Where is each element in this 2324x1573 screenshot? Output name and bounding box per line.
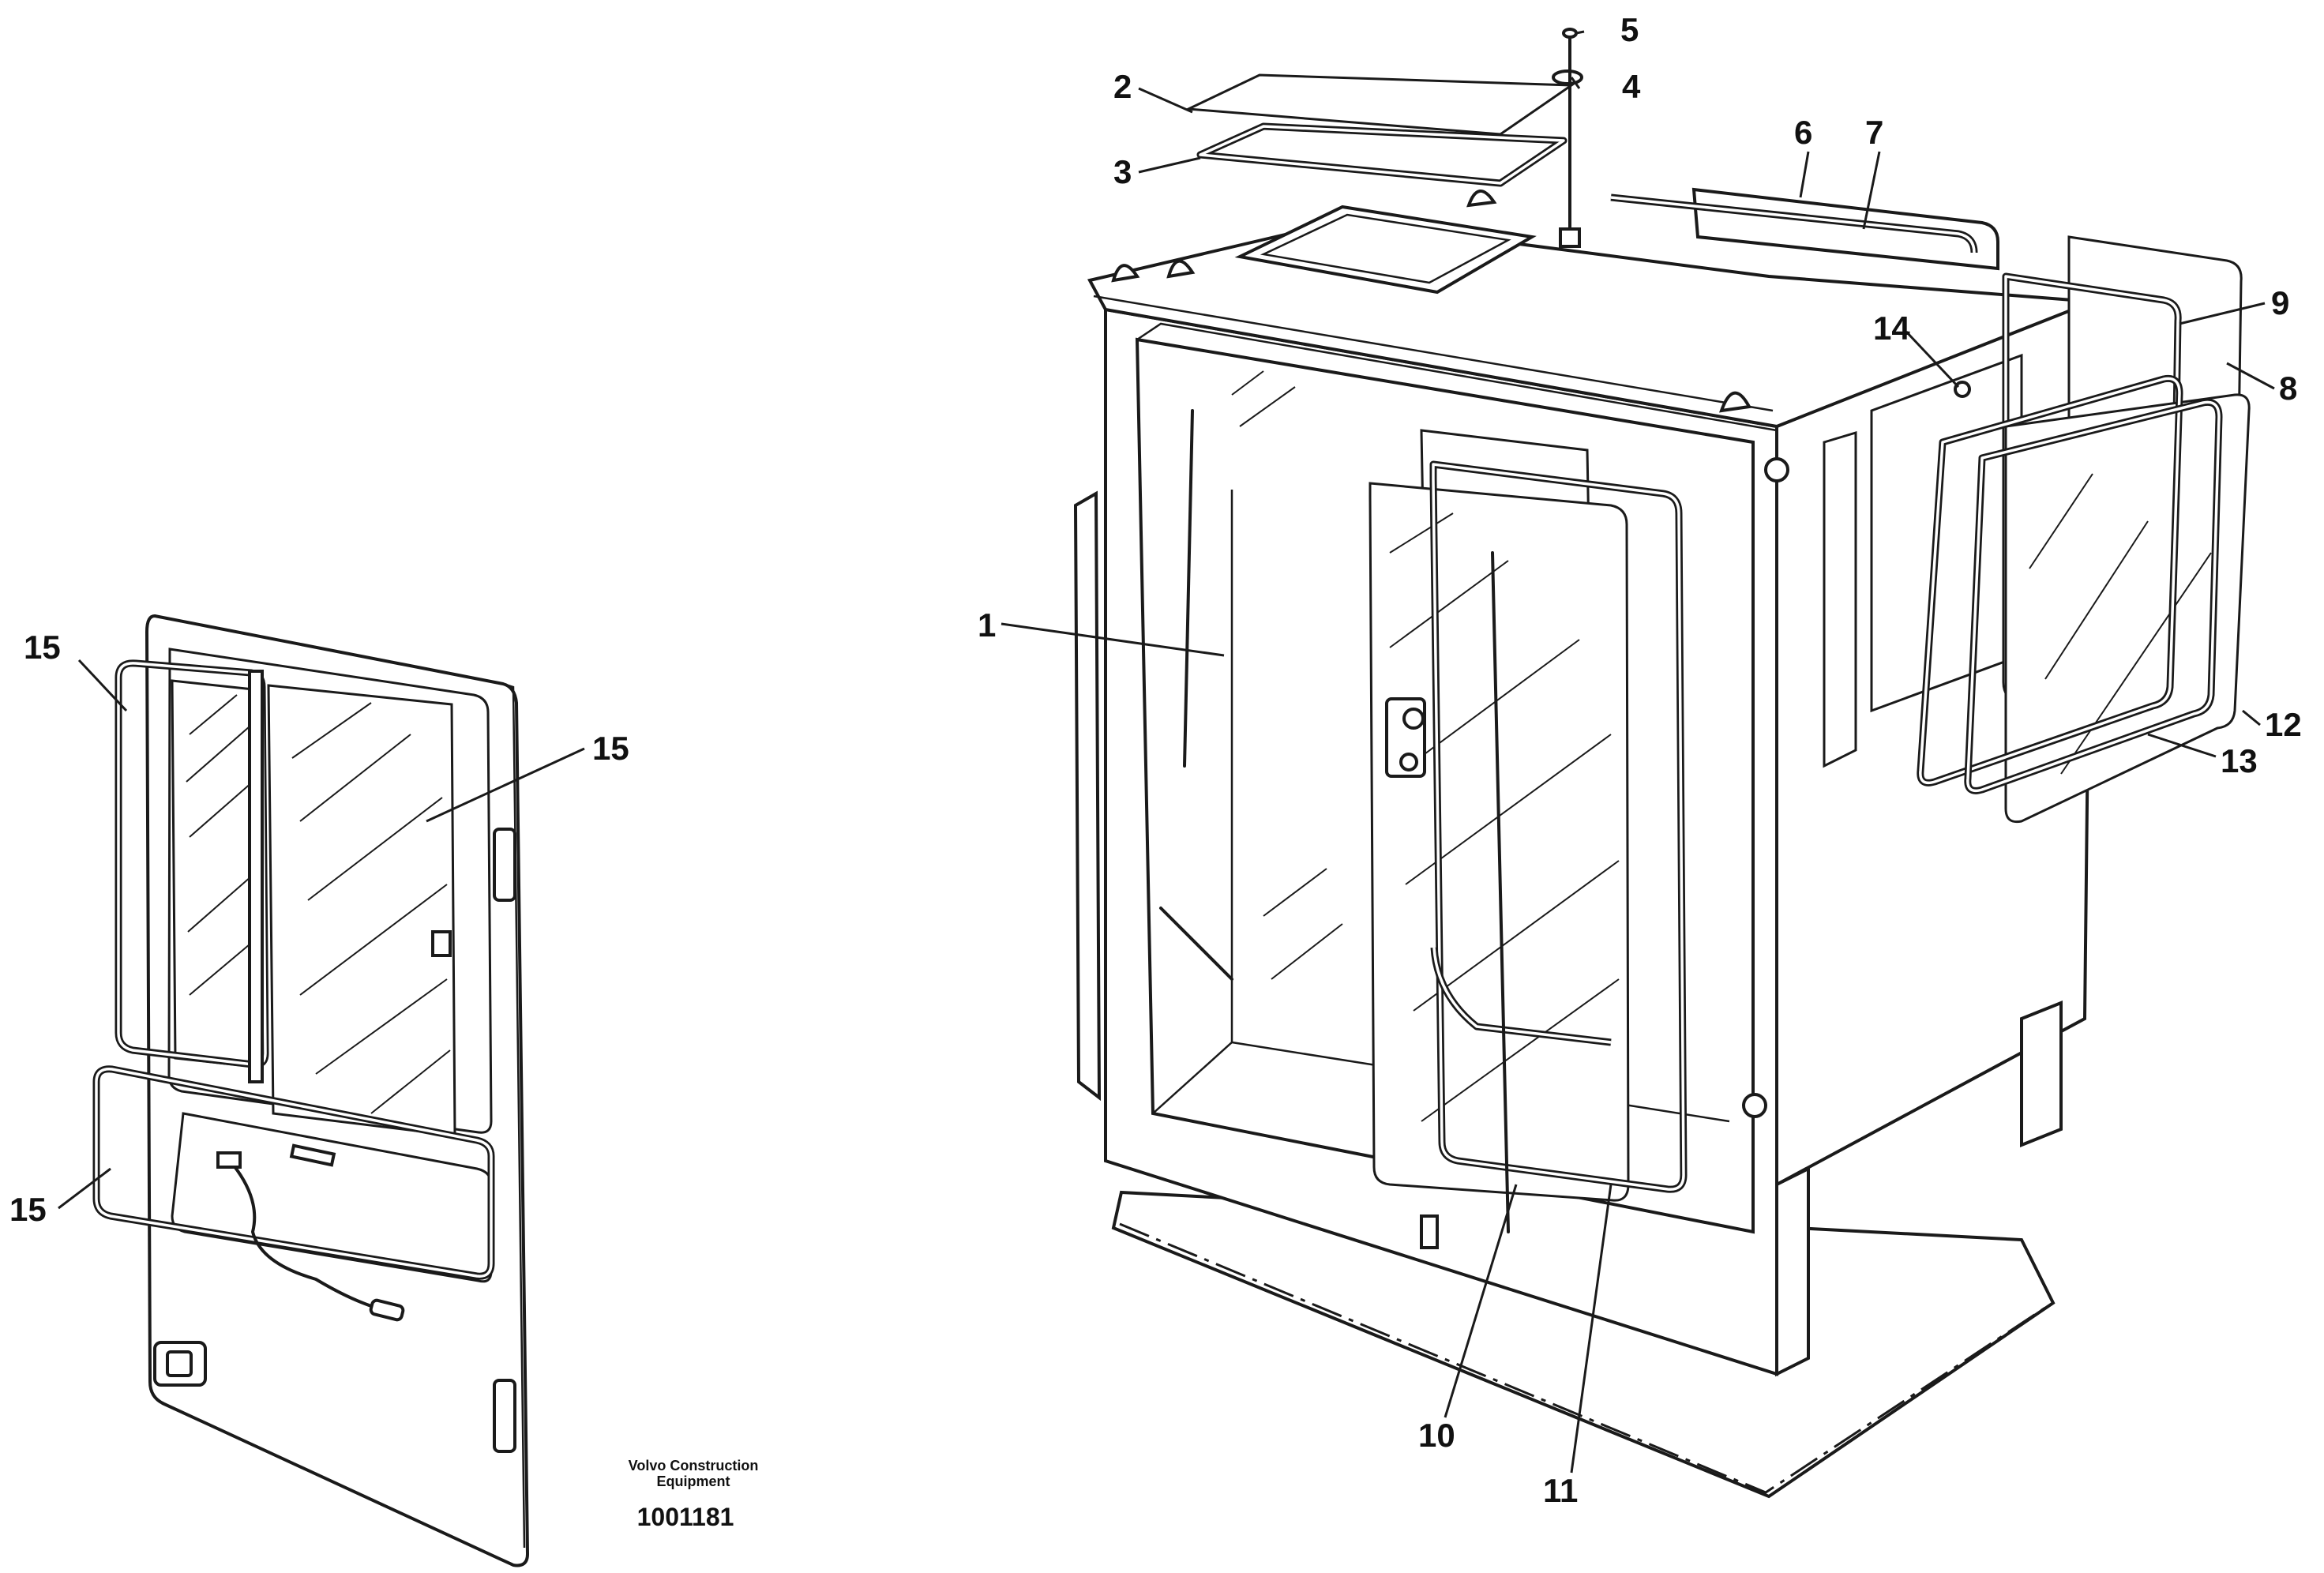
- callout-4: 4: [1622, 68, 1641, 105]
- callout-1: 1: [978, 606, 996, 644]
- drawing-caption: Volvo Construction Equipment 1001181: [629, 1458, 759, 1531]
- callout-15-lower-left: 15: [9, 1191, 47, 1228]
- leader-lines: [58, 30, 2275, 1474]
- callout-15-upper-left: 15: [24, 629, 61, 666]
- door-assembly: [92, 614, 530, 1567]
- callout-2: 2: [1113, 68, 1132, 105]
- callout-5: 5: [1620, 11, 1639, 48]
- callout-9: 9: [2271, 284, 2289, 321]
- cab-assembly: [1073, 28, 2251, 1499]
- callout-13: 13: [2221, 742, 2258, 779]
- callout-12: 12: [2265, 706, 2302, 743]
- callout-14: 14: [1873, 310, 1910, 347]
- callout-15-right: 15: [592, 730, 629, 767]
- callout-6: 6: [1794, 114, 1812, 151]
- caption-company-line2: Equipment: [657, 1474, 730, 1489]
- drawing-number: 1001181: [637, 1503, 734, 1531]
- callout-8: 8: [2279, 370, 2297, 407]
- caption-company-line1: Volvo Construction: [629, 1458, 759, 1474]
- callout-3: 3: [1113, 153, 1132, 190]
- callout-7: 7: [1865, 114, 1883, 151]
- callout-labels: 1 2 3 4 5 6 7 8 9 10 11 12 13 14 15 15 1…: [9, 11, 2302, 1509]
- callout-11: 11: [1543, 1472, 1578, 1509]
- callout-10: 10: [1418, 1417, 1455, 1454]
